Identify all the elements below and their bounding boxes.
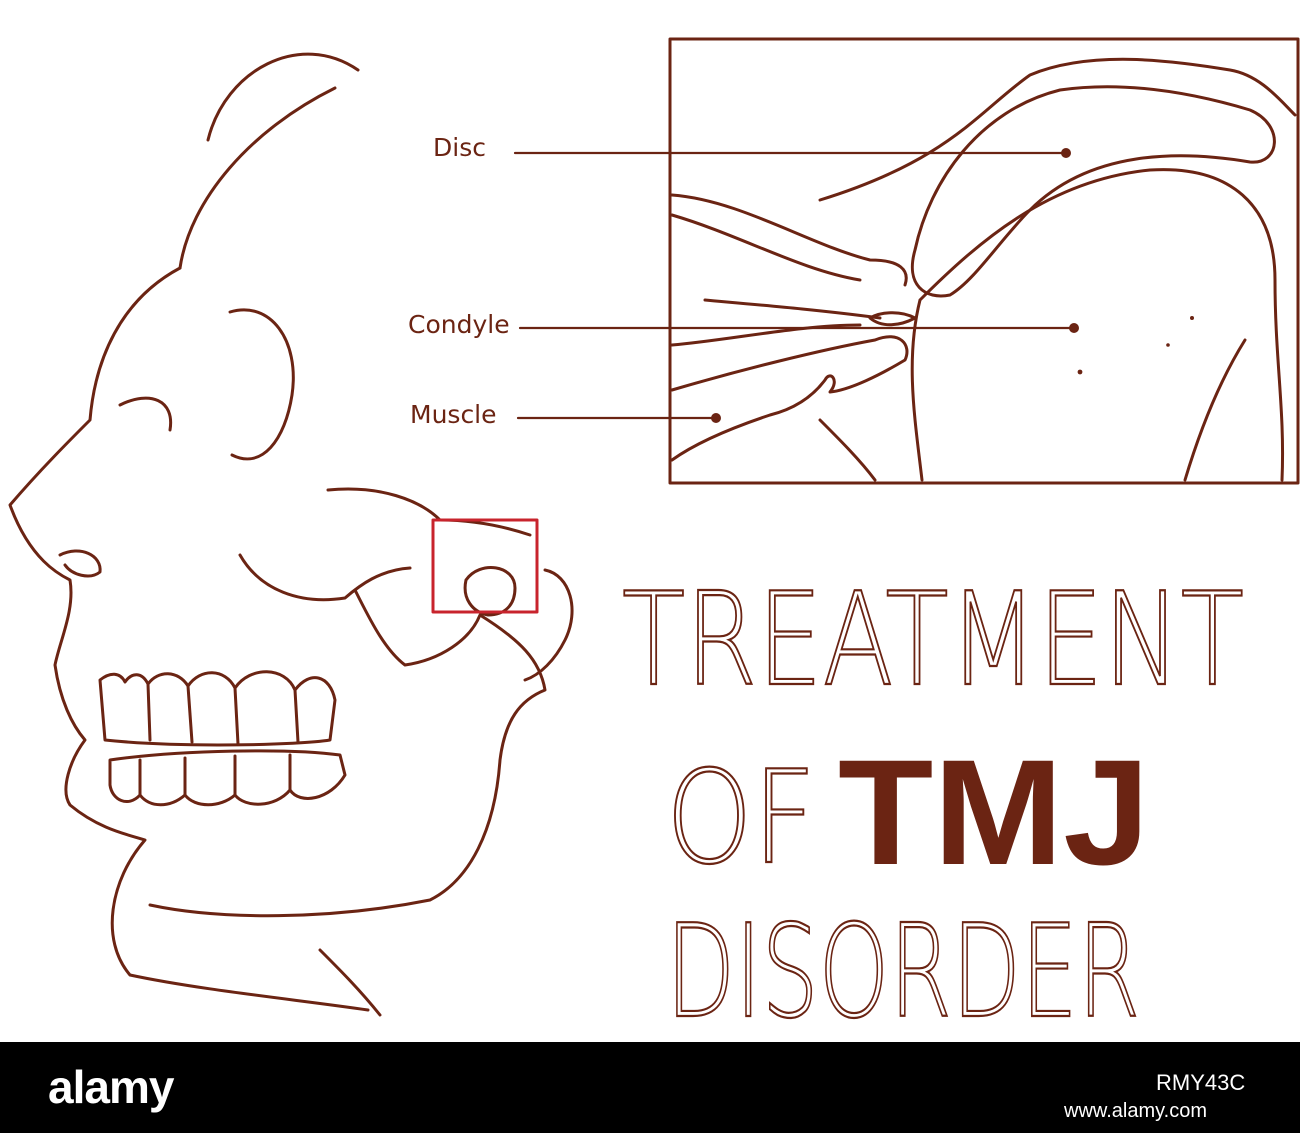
- title-line-2-thin: OF: [666, 744, 816, 893]
- tmj-diagram: Disc Condyle Muscle TREATMENT OF TMJ DIS…: [8, 37, 1300, 1042]
- condyle-notch: [868, 311, 917, 327]
- condyle-leader-dot: [1069, 323, 1079, 333]
- condyle-speck: [1166, 343, 1170, 347]
- footer-logo: alamy: [48, 1061, 174, 1113]
- nostril: [58, 549, 102, 578]
- eye-orbit: [228, 308, 295, 461]
- condyle-shape: [910, 168, 1285, 482]
- condyle-head: [463, 566, 517, 617]
- footer-image-id: RMY43C: [1156, 1070, 1246, 1095]
- cheekbone: [238, 553, 412, 602]
- head-contour: [178, 86, 337, 270]
- title-line-3: DISORDER: [666, 898, 1140, 1042]
- label-disc: Disc: [433, 133, 486, 162]
- neck-contour: [318, 948, 382, 1017]
- skull-illustration: [8, 52, 574, 1017]
- muscle-fibres: [670, 193, 909, 482]
- temporal-bone: [818, 57, 1297, 202]
- condyle-speck: [1190, 316, 1194, 320]
- inset-detail: [668, 37, 1300, 485]
- muscle-leader-dot: [711, 413, 721, 423]
- disc-leader-dot: [1061, 148, 1071, 158]
- mandible-notch: [523, 568, 574, 682]
- leader-lines: [513, 151, 1076, 420]
- label-condyle: Condyle: [408, 310, 510, 339]
- condyle-speck: [1077, 369, 1083, 375]
- watermark-footer: alamy RMY43C www.alamy.com: [0, 1042, 1300, 1133]
- ear-outline: [206, 52, 360, 142]
- title-line-1: TREATMENT: [622, 566, 1244, 715]
- tmj-highlight-box: [431, 518, 539, 614]
- tooth-divider: [138, 682, 300, 797]
- mandible: [148, 588, 547, 918]
- ramus-right: [1183, 338, 1247, 482]
- disc-shape: [910, 85, 1276, 298]
- face-profile: [8, 266, 370, 1012]
- lower-teeth: [108, 749, 347, 807]
- title-line-2-bold: TMJ: [838, 728, 1150, 896]
- label-muscle: Muscle: [410, 400, 497, 429]
- upper-teeth: [98, 670, 337, 747]
- eye-orbit-inner: [118, 396, 173, 432]
- zygomatic-arch: [326, 487, 532, 537]
- inset-frame: [668, 37, 1300, 485]
- footer-url: www.alamy.com: [1064, 1100, 1207, 1122]
